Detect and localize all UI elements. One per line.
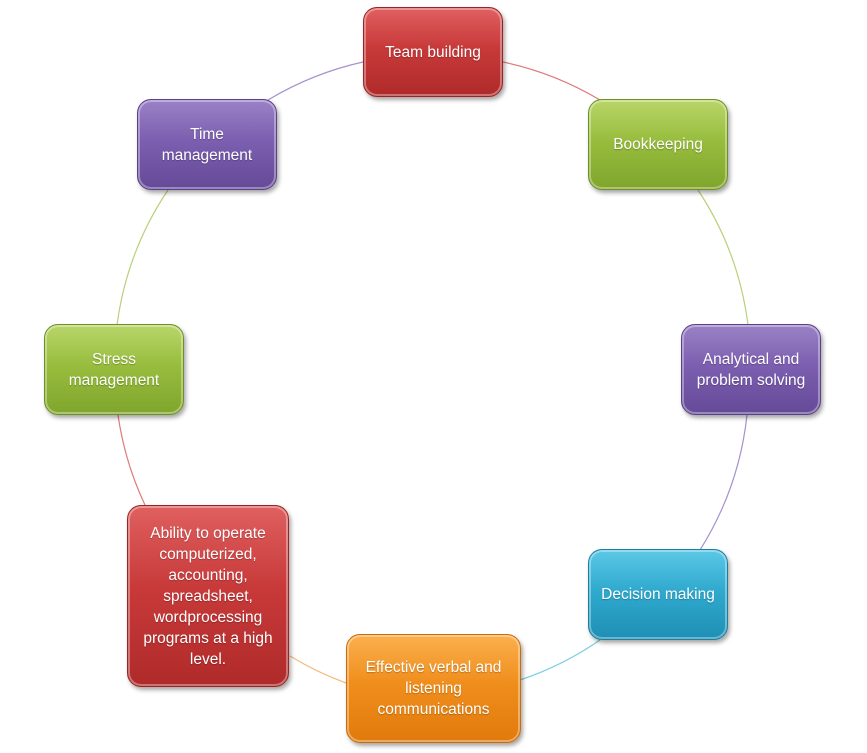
arc-decision-effective: [519, 639, 601, 681]
node-decision-making: Decision making: [588, 549, 728, 640]
node-team-building-label: Team building: [385, 43, 481, 61]
arc-stress-time: [116, 189, 169, 326]
arc-team-bookkeeping: [502, 61, 601, 101]
node-bookkeeping-label: Bookkeeping: [613, 136, 703, 153]
arc-ability-stress: [117, 414, 146, 506]
arc-effective-ability: [289, 655, 347, 684]
node-bookkeeping: Bookkeeping: [588, 99, 728, 190]
node-team-building: Team building: [363, 7, 503, 97]
node-time-management: Time management: [137, 99, 277, 190]
arc-time-team: [267, 61, 364, 101]
node-analytical: Analytical and problem solving: [681, 324, 821, 415]
node-stress-management: Stress management: [44, 324, 184, 415]
node-ability-to-operate-label: Ability to operate computerized, account…: [143, 524, 273, 668]
node-analytical-label: Analytical and problem solving: [696, 350, 806, 389]
node-time-management-label: Time management: [161, 125, 253, 164]
arc-analytical-decision: [699, 414, 748, 551]
arc-bookkeeping-analytical: [697, 189, 749, 326]
node-ability-to-operate: Ability to operate computerized, account…: [127, 505, 289, 687]
node-effective-communications-label: Effective verbal and listening communica…: [365, 659, 502, 718]
node-stress-management-label: Stress management: [68, 350, 160, 389]
node-decision-making-label: Decision making: [601, 586, 715, 603]
node-effective-communications: Effective verbal and listening communica…: [346, 634, 521, 743]
